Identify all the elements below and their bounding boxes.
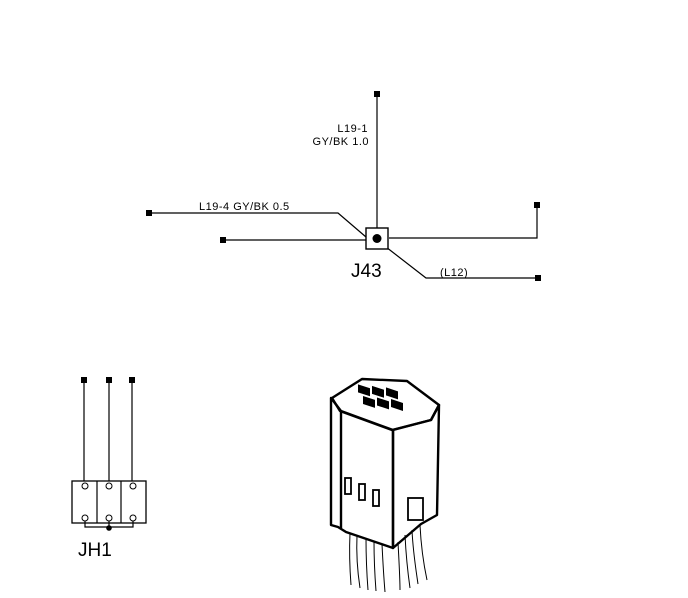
splice-dot — [372, 234, 382, 243]
connector-lock-3 — [372, 489, 380, 507]
junction-block-jh1: JH1 — [71, 377, 147, 561]
cavity — [372, 385, 384, 398]
wire-right-upper-endpoint — [534, 202, 540, 208]
connector-wire — [381, 543, 386, 593]
jh1-terminal-3-bottom — [129, 514, 137, 522]
wire-l19-1-spec: GY/BK 1.0 — [313, 136, 369, 148]
connector-side — [391, 403, 441, 550]
connector-wire — [373, 540, 377, 592]
wire-l19-1-label: L19-1 — [337, 123, 368, 135]
wire-left-lower-endpoint — [220, 237, 226, 243]
jh1-terminal-1-bottom — [81, 514, 89, 522]
connector-body — [329, 396, 395, 550]
wire-l12-endpoint — [535, 275, 541, 281]
connector-illustration — [329, 377, 441, 593]
jh1-label: JH1 — [78, 540, 112, 561]
jh1-terminal-2-top — [105, 482, 113, 490]
connector-wire — [411, 529, 419, 585]
connector-latch — [407, 497, 424, 521]
jh1-wire-1-endpoint — [81, 377, 87, 383]
cavity — [363, 395, 375, 408]
jh1-bus-dot — [106, 525, 112, 531]
cavity — [391, 399, 403, 411]
connector-wire — [397, 541, 401, 591]
jh1-terminal-1-top — [81, 482, 89, 490]
connector-lock-1 — [344, 477, 352, 495]
wire-l19-4 — [150, 212, 367, 238]
connector-wire — [356, 534, 361, 589]
cavity — [358, 384, 370, 397]
wire-l19-4-endpoint — [146, 210, 152, 216]
connector-wire — [419, 524, 428, 581]
wire-l19-4-label: L19-4 GY/BK 0.5 — [199, 201, 290, 213]
wire-l19-1-endpoint — [374, 91, 380, 97]
cavity — [386, 387, 398, 400]
connector-lock-2 — [358, 483, 366, 501]
splice-label: J43 — [351, 261, 382, 282]
jh1-wire-2-endpoint — [106, 377, 112, 383]
connector-wire — [349, 532, 352, 586]
splice-j43-group: L19-1 GY/BK 1.0 L19-4 GY/BK 0.5 (L12) J4… — [146, 91, 541, 282]
connector-wire — [404, 534, 411, 589]
wire-l12-label: (L12) — [440, 267, 468, 279]
jh1-terminal-2-bottom — [105, 514, 113, 522]
jh1-wire-3-endpoint — [129, 377, 135, 383]
jh1-terminal-3-top — [129, 482, 137, 490]
connector-cavities — [358, 384, 403, 411]
connector-wire — [365, 537, 369, 591]
wire-right-upper — [389, 205, 538, 239]
wire-l12 — [385, 246, 538, 279]
cavity — [377, 397, 389, 410]
